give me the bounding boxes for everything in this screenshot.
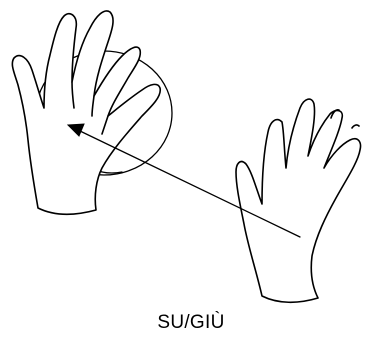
right-hand [236,99,361,302]
left-hand [12,11,160,214]
caption-label: SU/GIÙ [0,312,382,334]
